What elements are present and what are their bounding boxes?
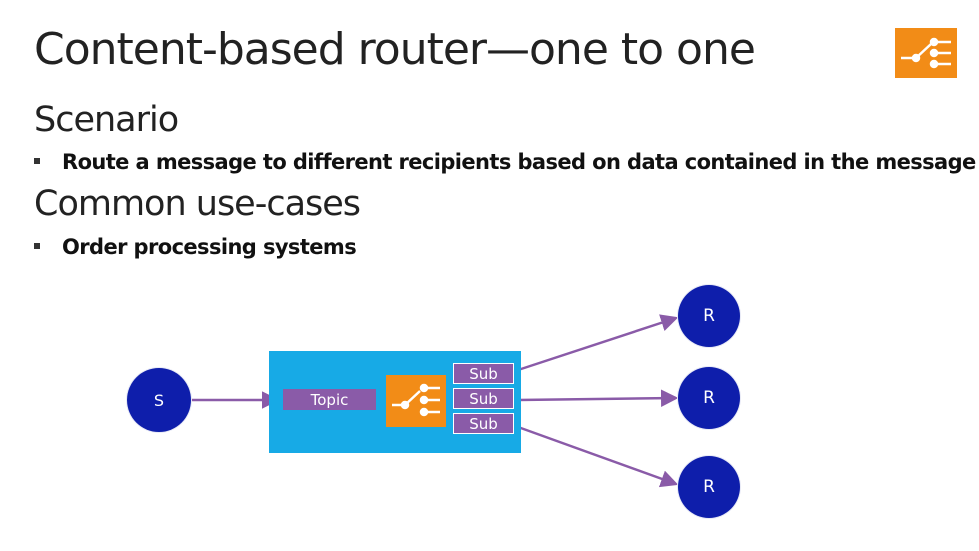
- bullet-marker: [34, 243, 40, 249]
- receiver-node-2: R: [678, 367, 740, 429]
- subscription-box-1: Sub: [453, 363, 514, 384]
- section-heading-use-cases: Common use-cases: [34, 184, 361, 224]
- topic-box: Topic: [283, 389, 376, 410]
- arrow-sub-to-receiver-3: [517, 425, 679, 488]
- bullet-use-case: Order processing systems: [34, 235, 357, 259]
- arrow-sub-to-receiver-2: [517, 389, 679, 407]
- receiver-node-3: R: [678, 456, 740, 518]
- arrow-sub-to-receiver-1: [517, 314, 679, 372]
- router-switch-icon: [895, 28, 957, 78]
- subscription-box-3: Sub: [453, 413, 514, 434]
- receiver-node-1: R: [678, 285, 740, 347]
- bullet-text: Order processing systems: [62, 235, 357, 259]
- section-heading-scenario: Scenario: [34, 100, 179, 140]
- slide-title: Content-based router—one to one: [34, 24, 756, 75]
- subscription-box-2: Sub: [453, 388, 514, 409]
- sender-node: S: [127, 368, 191, 432]
- bullet-text: Route a message to different recipients …: [62, 150, 976, 174]
- router-switch-icon: [386, 375, 446, 427]
- bullet-scenario: Route a message to different recipients …: [34, 150, 976, 174]
- bullet-marker: [34, 158, 40, 164]
